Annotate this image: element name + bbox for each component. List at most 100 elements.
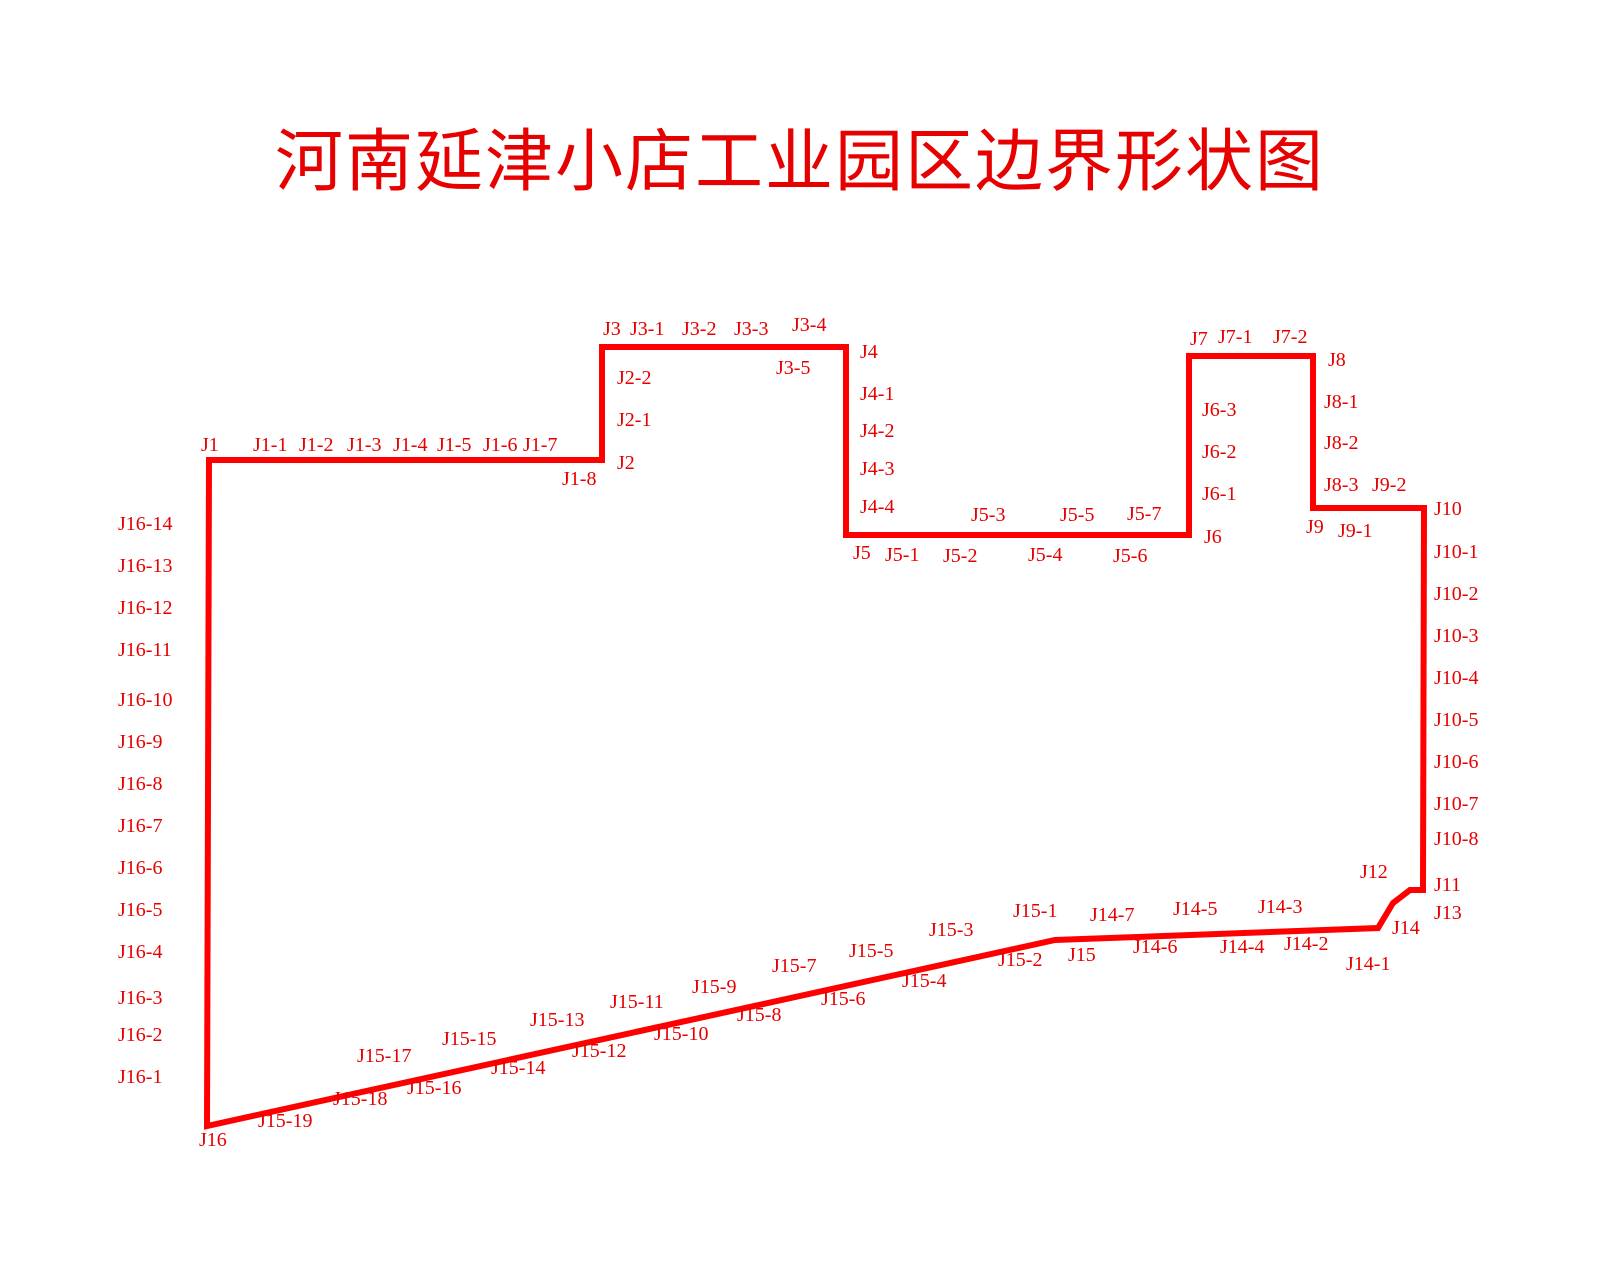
label-J10-5: J10-5 bbox=[1434, 709, 1478, 731]
label-J2-2: J2-2 bbox=[617, 367, 651, 389]
label-J5-4: J5-4 bbox=[1028, 544, 1062, 566]
label-J15-4: J15-4 bbox=[902, 970, 946, 992]
label-J3: J3 bbox=[603, 318, 621, 340]
label-J15-1: J15-1 bbox=[1013, 900, 1057, 922]
label-J16-4: J16-4 bbox=[118, 941, 162, 963]
label-J5: J5 bbox=[853, 542, 871, 564]
label-J2: J2 bbox=[617, 452, 635, 474]
label-J15-16: J15-16 bbox=[407, 1077, 461, 1099]
label-J1: J1 bbox=[201, 434, 219, 456]
label-J1-5: J1-5 bbox=[437, 434, 471, 456]
label-J11: J11 bbox=[1434, 874, 1461, 896]
label-J8-2: J8-2 bbox=[1324, 432, 1358, 454]
label-J15-2: J15-2 bbox=[998, 949, 1042, 971]
label-J1-4: J1-4 bbox=[393, 434, 427, 456]
label-J3-4: J3-4 bbox=[792, 314, 826, 336]
label-J10-6: J10-6 bbox=[1434, 751, 1478, 773]
label-J14: J14 bbox=[1392, 917, 1420, 939]
label-J16-11: J16-11 bbox=[118, 639, 172, 661]
label-J14-4: J14-4 bbox=[1220, 936, 1264, 958]
label-J4: J4 bbox=[860, 341, 878, 363]
label-J14-3: J14-3 bbox=[1258, 896, 1302, 918]
label-J16-6: J16-6 bbox=[118, 857, 162, 879]
label-J15-5: J15-5 bbox=[849, 940, 893, 962]
label-J15-17: J15-17 bbox=[357, 1045, 411, 1067]
label-J16-3: J16-3 bbox=[118, 987, 162, 1009]
label-J3-1: J3-1 bbox=[630, 318, 664, 340]
label-J12: J12 bbox=[1360, 861, 1388, 883]
label-J14-2: J14-2 bbox=[1284, 933, 1328, 955]
label-J4-4: J4-4 bbox=[860, 496, 894, 518]
label-J7-2: J7-2 bbox=[1273, 326, 1307, 348]
label-J1-7: J1-7 bbox=[523, 434, 557, 456]
diagram-title: 河南延津小店工业园区边界形状图 bbox=[274, 123, 1325, 202]
label-J16: J16 bbox=[199, 1129, 227, 1151]
label-J10-1: J10-1 bbox=[1434, 541, 1478, 563]
label-J10-2: J10-2 bbox=[1434, 583, 1478, 605]
label-J4-1: J4-1 bbox=[860, 383, 894, 405]
label-J5-3: J5-3 bbox=[971, 504, 1005, 526]
label-J16-5: J16-5 bbox=[118, 899, 162, 921]
label-J16-8: J16-8 bbox=[118, 773, 162, 795]
label-J7-1: J7-1 bbox=[1218, 326, 1252, 348]
label-J1-1: J1-1 bbox=[253, 434, 287, 456]
label-J9-1: J9-1 bbox=[1338, 520, 1372, 542]
label-J15-15: J15-15 bbox=[442, 1028, 496, 1050]
label-J5-6: J5-6 bbox=[1113, 545, 1147, 567]
label-J15-3: J15-3 bbox=[929, 919, 973, 941]
label-J15-14: J15-14 bbox=[491, 1057, 545, 1079]
label-J5-5: J5-5 bbox=[1060, 504, 1094, 526]
label-J15-7: J15-7 bbox=[772, 955, 816, 977]
label-J5-7: J5-7 bbox=[1127, 503, 1161, 525]
label-J1-8: J1-8 bbox=[562, 468, 596, 490]
label-J5-2: J5-2 bbox=[943, 545, 977, 567]
label-J15-9: J15-9 bbox=[692, 976, 736, 998]
label-J13: J13 bbox=[1434, 902, 1462, 924]
label-J6-3: J6-3 bbox=[1202, 399, 1236, 421]
label-J9-2: J9-2 bbox=[1372, 474, 1406, 496]
label-J16-1: J16-1 bbox=[118, 1066, 162, 1088]
label-J1-3: J1-3 bbox=[347, 434, 381, 456]
label-J1-2: J1-2 bbox=[299, 434, 333, 456]
label-J3-3: J3-3 bbox=[734, 318, 768, 340]
label-J6: J6 bbox=[1204, 526, 1222, 548]
label-J8: J8 bbox=[1328, 349, 1346, 371]
label-J10: J10 bbox=[1434, 498, 1462, 520]
label-J15: J15 bbox=[1068, 944, 1096, 966]
label-J16-10: J16-10 bbox=[118, 689, 172, 711]
label-J15-13: J15-13 bbox=[530, 1009, 584, 1031]
label-J3-2: J3-2 bbox=[682, 318, 716, 340]
label-J8-1: J8-1 bbox=[1324, 391, 1358, 413]
label-J15-10: J15-10 bbox=[654, 1023, 708, 1045]
label-J16-12: J16-12 bbox=[118, 597, 172, 619]
label-J7: J7 bbox=[1190, 328, 1208, 350]
label-J10-3: J10-3 bbox=[1434, 625, 1478, 647]
label-J8-3: J8-3 bbox=[1324, 474, 1358, 496]
label-J6-1: J6-1 bbox=[1202, 483, 1236, 505]
label-J14-6: J14-6 bbox=[1133, 936, 1177, 958]
label-J16-13: J16-13 bbox=[118, 555, 172, 577]
label-J14-5: J14-5 bbox=[1173, 898, 1217, 920]
label-J14-7: J14-7 bbox=[1090, 904, 1134, 926]
label-J15-11: J15-11 bbox=[610, 991, 664, 1013]
label-J15-6: J15-6 bbox=[821, 988, 865, 1010]
label-J16-7: J16-7 bbox=[118, 815, 162, 837]
label-J9: J9 bbox=[1306, 516, 1324, 538]
park-boundary-line bbox=[203, 344, 1428, 1130]
label-J3-5: J3-5 bbox=[776, 357, 810, 379]
label-J16-14: J16-14 bbox=[118, 513, 172, 535]
label-J10-7: J10-7 bbox=[1434, 793, 1478, 815]
label-J15-8: J15-8 bbox=[737, 1004, 781, 1026]
label-J16-9: J16-9 bbox=[118, 731, 162, 753]
label-J2-1: J2-1 bbox=[617, 409, 651, 431]
label-J4-2: J4-2 bbox=[860, 420, 894, 442]
label-J10-4: J10-4 bbox=[1434, 667, 1478, 689]
label-J4-3: J4-3 bbox=[860, 458, 894, 480]
label-J10-8: J10-8 bbox=[1434, 828, 1478, 850]
label-J5-1: J5-1 bbox=[885, 544, 919, 566]
label-J14-1: J14-1 bbox=[1346, 953, 1390, 975]
label-J15-19: J15-19 bbox=[258, 1110, 312, 1132]
label-J6-2: J6-2 bbox=[1202, 441, 1236, 463]
